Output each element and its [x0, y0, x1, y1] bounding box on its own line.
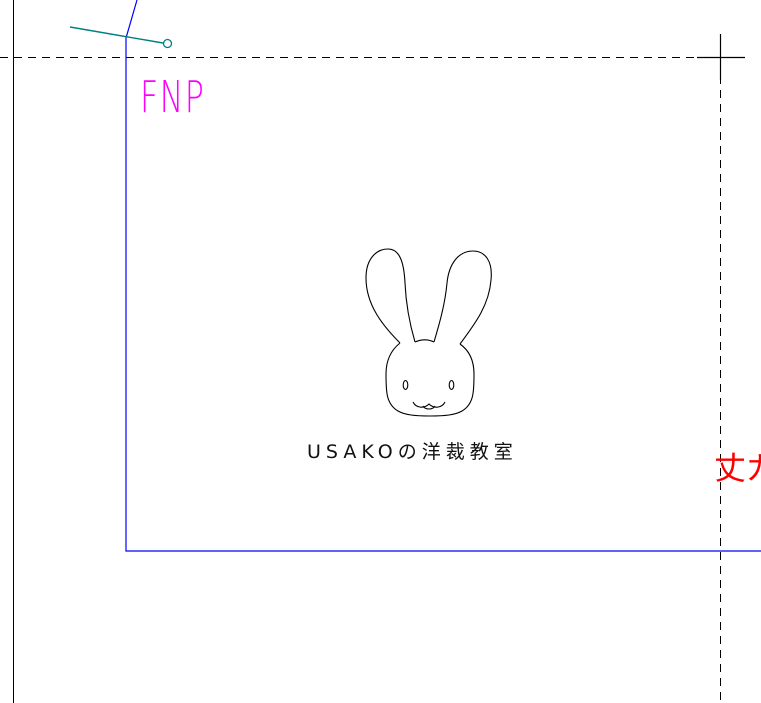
endpoint-circle-icon[interactable] — [162, 38, 173, 49]
fnp-point-label: FNP — [140, 72, 206, 123]
crosshair-icon[interactable] — [697, 34, 745, 80]
pattern-outline[interactable] — [125, 0, 761, 552]
brand-text: USAKOの洋裁教室 — [307, 441, 518, 463]
length-label: 丈ガ — [714, 449, 761, 487]
rabbit-logo-icon — [365, 248, 492, 417]
neck-guide-line[interactable] — [69, 26, 164, 44]
